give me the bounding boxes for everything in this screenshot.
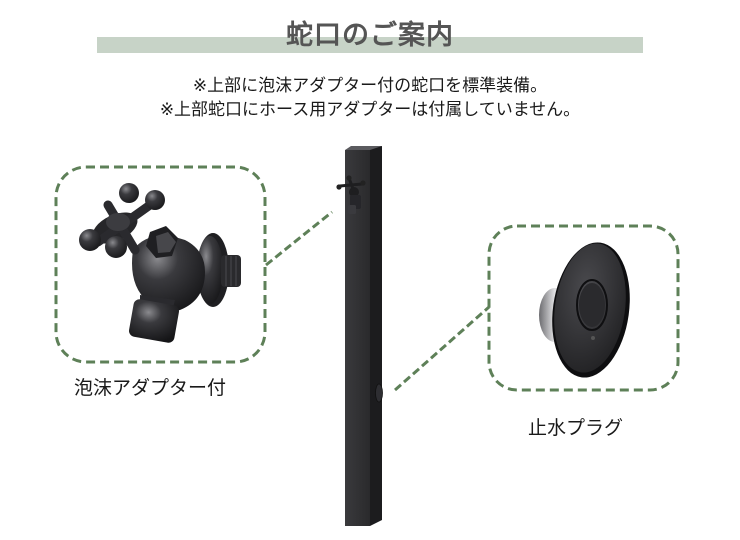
faucet-callout-box xyxy=(54,165,267,364)
notes: ※上部に泡沫アダプター付の蛇口を標準装備。 ※上部蛇口にホース用アダプターは付属… xyxy=(0,74,740,122)
water-post-image xyxy=(336,146,383,526)
plug-callout-box xyxy=(487,224,680,392)
plug-label: 止水プラグ xyxy=(528,417,624,439)
plug-connector-line xyxy=(394,305,490,392)
faucet-image xyxy=(79,183,241,343)
note-line-1: ※上部に泡沫アダプター付の蛇口を標準装備。 xyxy=(192,76,548,96)
note-line-2: ※上部蛇口にホース用アダプターは付属していません。 xyxy=(159,100,581,120)
faucet-connector-line xyxy=(265,210,333,267)
page-title: 蛇口のご案内 xyxy=(286,20,454,51)
title-underline-bar xyxy=(97,37,643,53)
plug-image xyxy=(539,242,630,378)
faucet-label: 泡沫アダプター付 xyxy=(74,377,227,399)
